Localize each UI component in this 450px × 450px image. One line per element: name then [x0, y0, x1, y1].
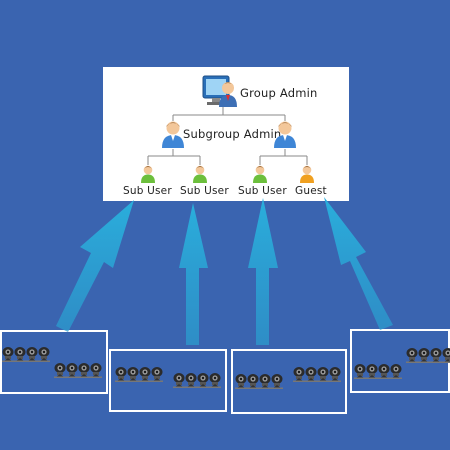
security-camera-icon [115, 366, 163, 387]
camera-frame [231, 349, 347, 414]
security-camera-icon [54, 362, 102, 383]
security-camera-icon [2, 346, 50, 367]
user-green-icon [253, 165, 267, 183]
camera-frame [0, 330, 108, 394]
subgroup-admin-label: Subgroup Admin [183, 127, 282, 141]
security-camera-icon [406, 347, 450, 368]
user-orange-icon [300, 165, 314, 183]
camera-frame [109, 349, 227, 412]
computer-admin-icon [202, 75, 237, 107]
sub-user-label: Sub User [180, 185, 229, 197]
user-green-icon [193, 165, 207, 183]
hierarchy-panel: Group Admin Subgroup Admin Sub User Sub … [103, 67, 349, 201]
user-green-icon [141, 165, 155, 183]
security-camera-icon [173, 372, 221, 393]
security-camera-icon [235, 373, 283, 394]
security-camera-icon [293, 366, 341, 387]
security-camera-icon [354, 363, 402, 384]
sub-user-label: Sub User [238, 185, 287, 197]
guest-label: Guest [295, 185, 327, 197]
group-admin-label: Group Admin [240, 86, 318, 100]
camera-frame [350, 329, 450, 393]
sub-user-label: Sub User [123, 185, 172, 197]
user-blue-icon [274, 121, 296, 148]
connector-lines [147, 105, 308, 165]
user-blue-icon [162, 121, 184, 148]
